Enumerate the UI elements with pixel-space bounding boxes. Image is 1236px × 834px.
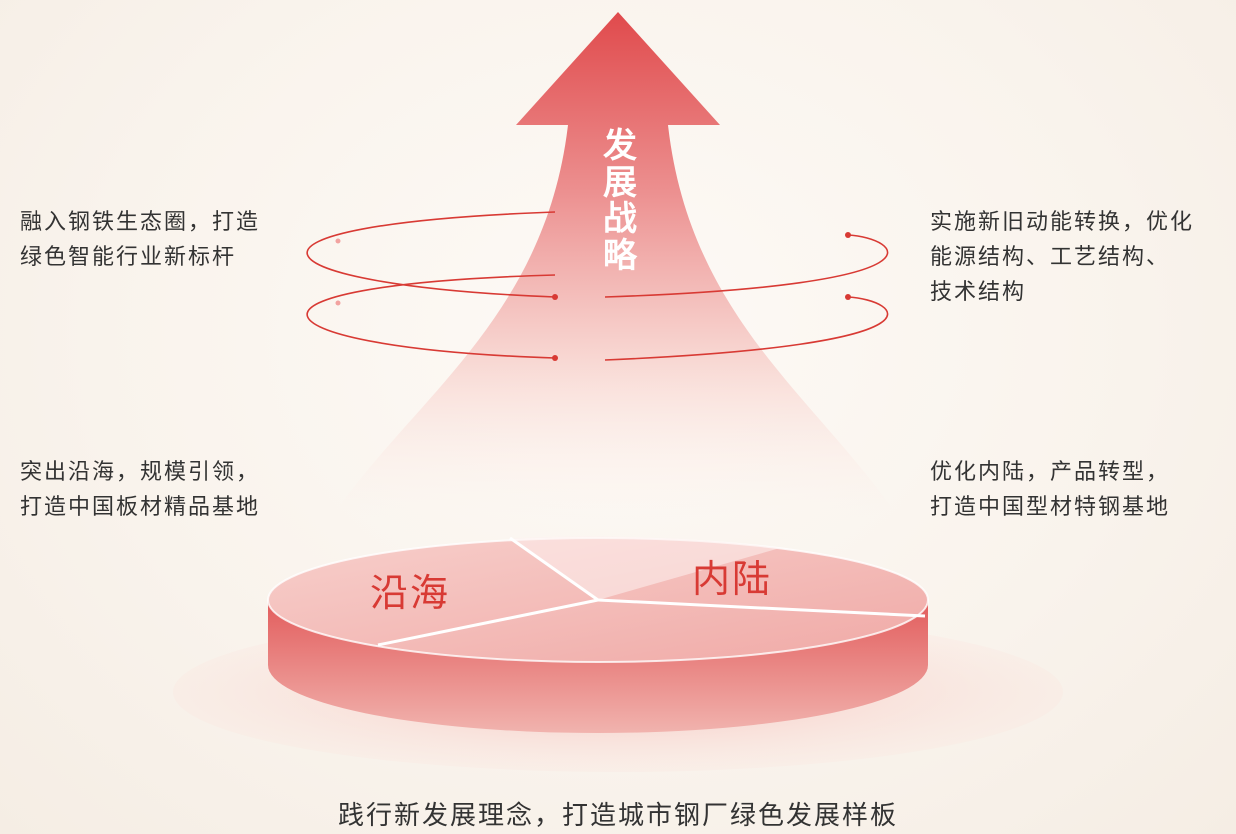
arrow-label-char: 略 (603, 236, 637, 277)
note-line: 突出沿海，规模引领， (20, 460, 261, 485)
segment-label-inland: 内陆 (692, 557, 773, 601)
note-line: 实施新旧动能转换，优化 (930, 210, 1195, 235)
note-line: 打造中国板材精品基地 (20, 495, 261, 521)
note-top-left: 融入钢铁生态圈，打造 绿色智能行业新标杆 (20, 205, 260, 275)
connector-rings (306, 211, 889, 361)
note-line: 打造中国型材特钢基地 (930, 495, 1171, 521)
arrow-label: 发 展 战 略 (598, 128, 642, 275)
arrow-label-char: 展 (603, 162, 637, 203)
note-bottom-right: 优化内陆，产品转型， 打造中国型材特钢基地 (930, 455, 1170, 525)
connector-dots (335, 232, 851, 361)
note-line: 优化内陆，产品转型， (930, 460, 1171, 485)
note-bottom-left: 突出沿海，规模引领， 打造中国板材精品基地 (20, 455, 260, 525)
bottom-slogan: 践行新发展理念，打造城市钢厂绿色发展样板 (337, 801, 898, 831)
note-line: 融入钢铁生态圈，打造 (20, 210, 261, 235)
arrow-label-char: 发 (603, 126, 637, 166)
segment-label-coastal: 沿海 (370, 571, 451, 615)
pie-disc (267, 536, 929, 733)
note-line: 技术结构 (930, 280, 1027, 306)
note-top-right: 实施新旧动能转换，优化 能源结构、工艺结构、 技术结构 (930, 205, 1194, 311)
note-line: 能源结构、工艺结构、 (930, 245, 1171, 271)
growth-arrow (330, 12, 900, 520)
arrow-label-char: 战 (603, 199, 637, 240)
note-line: 绿色智能行业新标杆 (20, 245, 237, 271)
